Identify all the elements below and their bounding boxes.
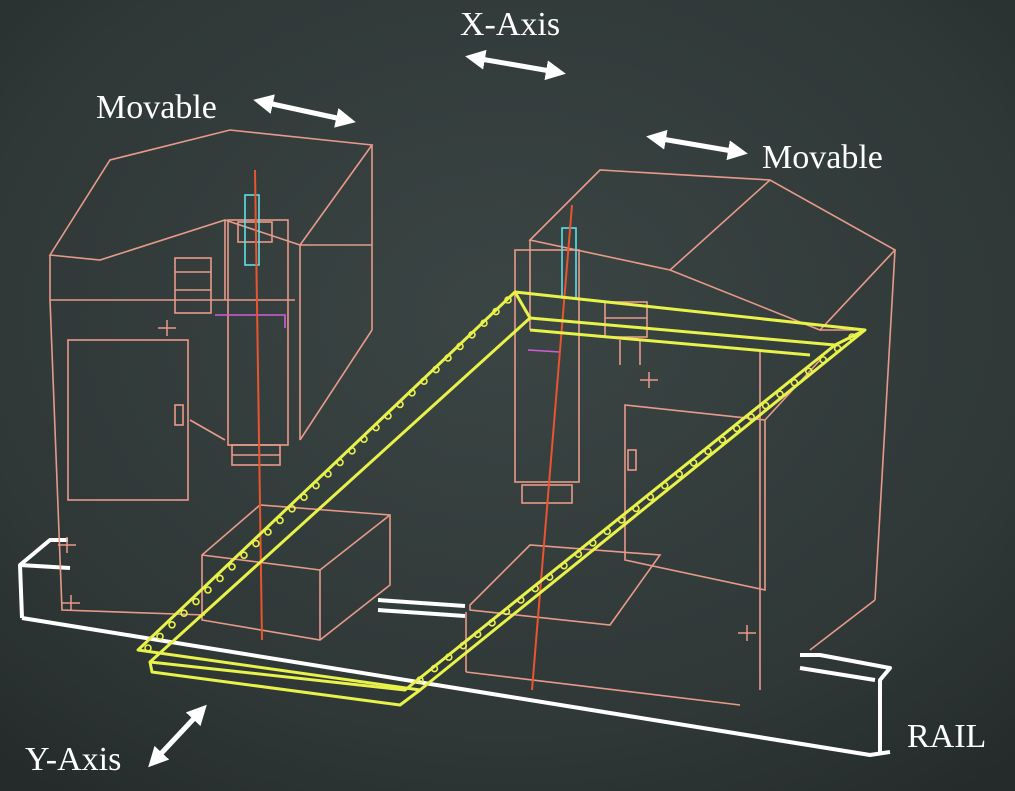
frame-hole	[718, 436, 727, 444]
frame-hole	[504, 296, 512, 304]
crosshair-marker-icon	[58, 537, 76, 553]
markers	[58, 320, 756, 641]
frame-hole	[833, 344, 842, 353]
crosshair-marker-icon	[158, 320, 176, 336]
frame-hole	[240, 551, 248, 560]
frame-hole	[420, 377, 428, 386]
rail	[18, 538, 892, 757]
frame-hole	[516, 596, 525, 604]
frame-hole	[492, 307, 500, 316]
frame-hole	[324, 470, 332, 478]
frame-hole	[276, 516, 284, 525]
frame-hole	[168, 620, 176, 629]
frame-hole	[360, 435, 368, 444]
rail-label: RAIL	[907, 718, 986, 755]
frame-hole	[646, 493, 655, 501]
arrows	[148, 49, 748, 768]
frame-hole	[456, 342, 464, 351]
left-machine	[48, 129, 391, 641]
frame-holes	[144, 296, 856, 684]
y-axis-arrow-icon	[148, 704, 207, 768]
frame-hole	[252, 539, 260, 548]
frame-hole	[444, 354, 452, 362]
frame-hole	[588, 538, 597, 547]
frame-hole	[180, 609, 188, 618]
frame-hole	[747, 413, 756, 421]
movable-left-label: Movable	[96, 89, 217, 126]
frame-hole	[804, 367, 813, 376]
frame-hole	[408, 388, 416, 397]
frame-hole	[144, 644, 152, 652]
frame-hole	[372, 423, 380, 432]
frame-hole	[192, 597, 200, 606]
frame-hole	[432, 365, 440, 374]
frame-hole	[156, 632, 164, 641]
labels: X-Axis Movable Movable Y-Axis RAIL	[25, 6, 986, 778]
frame-hole	[480, 319, 488, 328]
frame-hole	[468, 330, 476, 339]
frame-hole	[848, 333, 856, 341]
frame-hole	[790, 378, 799, 387]
frame-hole	[632, 504, 640, 513]
frame-hole	[675, 470, 684, 479]
frame-hole	[264, 528, 272, 536]
frame-hole	[396, 400, 404, 409]
frame-hole	[300, 493, 308, 502]
frame-hole	[459, 641, 468, 650]
movable-left-arrow-icon	[253, 94, 356, 128]
frame-hole	[732, 424, 741, 433]
frame-hole	[689, 458, 698, 467]
movable-right-arrow-icon	[646, 129, 748, 161]
frame-hole	[473, 630, 482, 639]
frame-hole	[704, 447, 712, 456]
frame-hole	[216, 574, 224, 583]
frame-hole	[430, 664, 439, 673]
frame-hole	[617, 516, 626, 524]
x-axis-label: X-Axis	[460, 6, 560, 43]
frame-hole	[574, 550, 583, 559]
frame-hole	[761, 401, 770, 410]
y-axis-frame	[136, 290, 867, 707]
frame-hole	[444, 653, 453, 661]
frame-hole	[416, 676, 424, 684]
frame-hole	[488, 619, 496, 627]
x-axis-arrow-icon	[465, 49, 566, 81]
frame-hole	[502, 607, 511, 616]
frame-hole	[545, 573, 554, 581]
frame-hole	[312, 481, 320, 490]
crosshair-marker-icon	[640, 372, 658, 388]
frame-hole	[776, 390, 784, 398]
frame-hole	[288, 504, 296, 513]
crosshair-marker-icon	[738, 625, 756, 641]
frame-hole	[560, 561, 568, 570]
frame-hole	[660, 481, 669, 490]
frame-hole	[384, 412, 392, 420]
frame-hole	[348, 446, 356, 455]
y-axis-label: Y-Axis	[25, 741, 121, 778]
frame-hole	[603, 527, 612, 536]
movable-right-label: Movable	[762, 139, 883, 176]
frame-hole	[819, 356, 828, 364]
crosshair-marker-icon	[62, 595, 80, 611]
frame-hole	[204, 586, 212, 594]
frame-hole	[228, 562, 236, 571]
frame-hole	[531, 584, 540, 593]
frame-hole	[336, 458, 344, 467]
